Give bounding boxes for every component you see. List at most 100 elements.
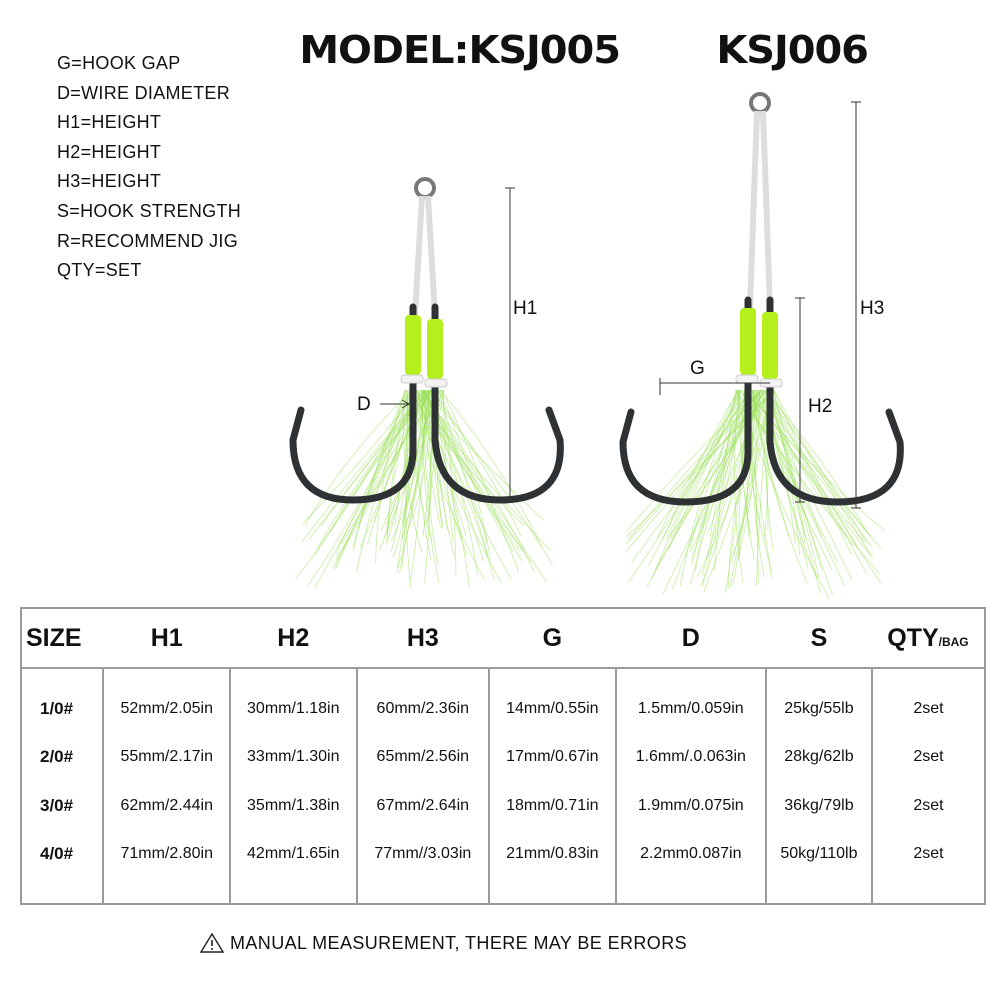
fiber-strand <box>773 389 858 547</box>
fiber-strand <box>745 389 868 575</box>
hook-left <box>619 296 752 506</box>
model-title-ksj006: KSJ006 <box>716 28 869 72</box>
fiber-strand <box>701 389 742 576</box>
green-tube <box>405 315 421 375</box>
dimension-label-h3: H3 <box>860 298 885 319</box>
cell-s: 36kg/79lb <box>764 781 872 830</box>
cell-g: 18mm/0.71in <box>488 781 616 830</box>
fiber-strand <box>714 389 737 571</box>
cell-qty: 2set <box>870 684 985 734</box>
fiber-strand <box>304 389 413 526</box>
fiber-strand <box>402 389 425 521</box>
header-qty-label: QTY <box>887 623 939 652</box>
fiber-strand <box>440 389 542 547</box>
hook-right <box>431 303 564 504</box>
fiber-strand <box>654 389 753 571</box>
header-d: D <box>615 608 766 669</box>
fiber-strand <box>314 389 423 589</box>
fiber-strand <box>334 389 407 570</box>
dimension-lines <box>380 101 861 509</box>
fiber-strand <box>768 389 820 579</box>
fiber-strand <box>426 389 443 529</box>
fiber-strand <box>729 389 773 588</box>
spacer-cell <box>764 878 872 904</box>
legend-item: QTY=SET <box>57 260 142 281</box>
dimension-label-h2: H2 <box>808 396 833 417</box>
fiber-strand <box>761 389 867 544</box>
hook-left <box>289 303 417 504</box>
spacer-cell <box>355 878 490 904</box>
green-tube <box>740 308 756 375</box>
fiber-strand <box>438 389 491 560</box>
spacer-cell <box>102 878 230 904</box>
cell-g: 14mm/0.55in <box>488 684 616 734</box>
header-qty-suffix: /BAG <box>938 634 969 649</box>
model-title-ksj005: MODEL:KSJ005 <box>299 28 621 72</box>
spacer-cell <box>355 668 490 685</box>
cell-h3: 77mm//3.03in <box>355 829 490 879</box>
fiber-strand <box>441 389 520 573</box>
cell-d: 1.5mm/0.059in <box>614 684 766 734</box>
cell-qty: 2set <box>870 781 985 830</box>
cell-h2: 30mm/1.18in <box>229 684 357 734</box>
fiber-strand <box>646 389 775 588</box>
cell-s: 50kg/110lb <box>764 829 872 879</box>
fiber-strand <box>356 389 416 573</box>
cell-d: 1.9mm/0.075in <box>614 781 766 830</box>
fiber-strand <box>705 389 741 561</box>
green-tube <box>762 312 778 379</box>
cell-size: 1/0# <box>40 699 74 718</box>
table-header-row: SIZE H1 H2 H3 G D S QTY/BAG <box>21 608 985 669</box>
cell-size: 2/0# <box>40 747 74 767</box>
spacer-cell <box>21 668 103 685</box>
legend-item: H1=HEIGHT <box>57 112 162 133</box>
cell-h2: 35mm/1.38in <box>229 781 357 830</box>
fiber-strand <box>651 389 749 579</box>
cell-h1: 55mm/2.17in <box>102 733 230 782</box>
fiber-strand <box>386 389 409 545</box>
legend-item: S=HOOK STRENGTH <box>57 200 242 221</box>
fiber-strand <box>666 389 739 537</box>
header-h2: H2 <box>230 608 357 669</box>
cell-g: 21mm/0.83in <box>488 829 616 879</box>
dimension-label-h1: H1 <box>513 298 538 319</box>
fiber-strand <box>295 389 413 580</box>
fiber-strand <box>410 389 426 582</box>
fiber-strand <box>627 389 741 583</box>
header-h1: H1 <box>103 608 230 669</box>
cell-h3: 60mm/2.36in <box>355 684 490 734</box>
fiber-strand <box>751 389 865 543</box>
fiber-strand <box>367 389 427 545</box>
fiber-strand <box>331 389 430 568</box>
fiber-strand <box>375 389 407 564</box>
spacer-cell <box>614 878 766 904</box>
spacer-cell <box>229 878 357 904</box>
fiber-strand <box>760 389 796 544</box>
cell-size: 3/0# <box>40 795 74 815</box>
fiber-strand <box>394 389 430 527</box>
fiber-strand <box>656 389 748 539</box>
spacer-cell <box>870 878 985 904</box>
fiber-strand <box>334 389 432 568</box>
header-s: S <box>765 608 872 669</box>
split-ring-icon <box>749 92 771 114</box>
size-spec-table: SIZE H1 H2 H3 G D S QTY/BAG 1/0# 52mm/2.0… <box>20 607 986 905</box>
fiber-strand <box>762 389 769 537</box>
spacer-cell <box>870 668 985 685</box>
header-h3: H3 <box>356 608 490 669</box>
legend-item: H3=HEIGHT <box>57 171 162 192</box>
thread-wrap <box>735 374 759 384</box>
disclaimer-text: MANUAL MEASUREMENT, THERE MAY BE ERRORS <box>230 932 688 953</box>
cell-h2: 42mm/1.65in <box>229 829 357 879</box>
fiber-strand <box>670 389 775 539</box>
legend-item: D=WIRE DIAMETER <box>57 82 231 103</box>
cell-h1: 52mm/2.05in <box>102 684 230 734</box>
legend-item: G=HOOK GAP <box>57 53 181 73</box>
spacer-cell <box>764 668 872 685</box>
spacer-cell <box>614 668 766 685</box>
cell-size: 4/0# <box>40 843 74 863</box>
fiber-strand <box>399 389 430 574</box>
spacer-cell <box>21 878 103 904</box>
